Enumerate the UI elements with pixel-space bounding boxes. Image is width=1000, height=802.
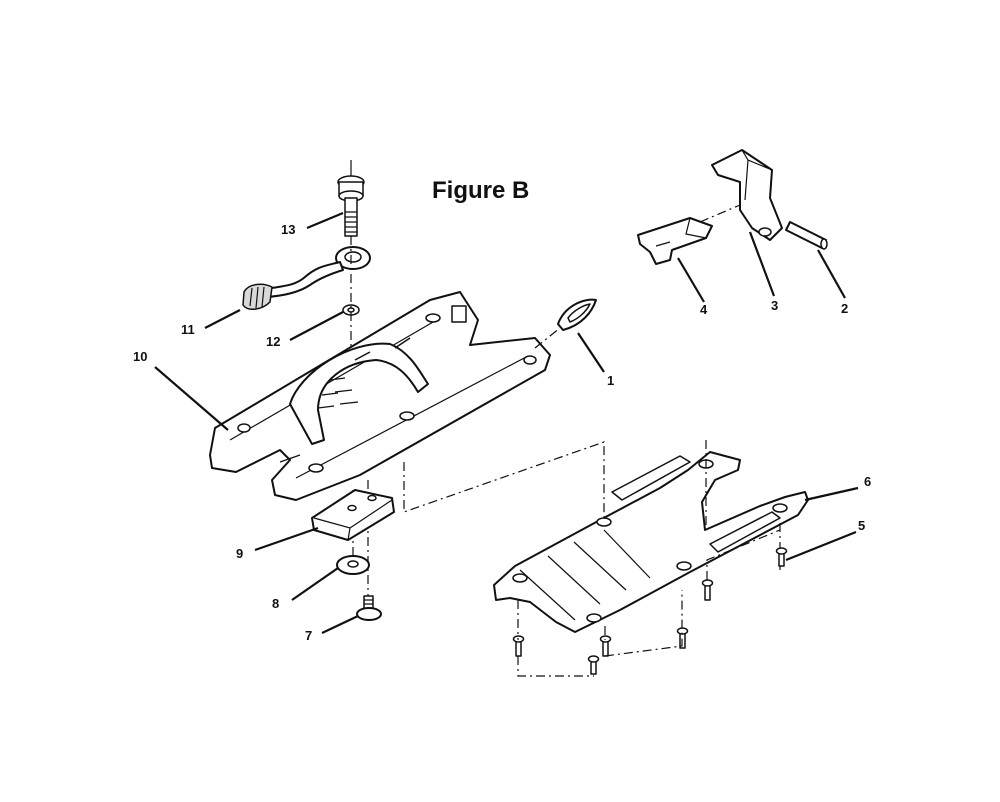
callout-10: 10 — [133, 349, 147, 364]
part-1-knob — [557, 298, 597, 331]
part-2-pin — [785, 221, 828, 250]
callout-7: 7 — [305, 628, 312, 643]
callout-8: 8 — [272, 596, 279, 611]
figure-title: Figure B — [432, 177, 529, 204]
callout-2: 2 — [841, 301, 848, 316]
part-6-sole-plate — [493, 451, 809, 633]
callout-1: 1 — [607, 373, 614, 388]
callout-9: 9 — [236, 546, 243, 561]
callout-12: 12 — [266, 334, 280, 349]
part-3-bracket — [711, 149, 783, 241]
part-7-screw — [356, 595, 382, 621]
part-10-base-housing — [209, 291, 551, 501]
part-4-latch — [637, 217, 713, 265]
callout-3: 3 — [771, 298, 778, 313]
callout-11: 11 — [181, 322, 195, 337]
callout-5: 5 — [858, 518, 865, 533]
part-13-pivot-bolt — [337, 160, 365, 237]
callout-6: 6 — [864, 474, 871, 489]
callout-13: 13 — [281, 222, 295, 237]
part-11-clamp-lever — [242, 246, 371, 310]
part-8-washer — [336, 555, 370, 575]
leader-lines — [154, 211, 859, 634]
callout-4: 4 — [700, 302, 708, 317]
part-9-clamp-plate — [311, 489, 395, 541]
